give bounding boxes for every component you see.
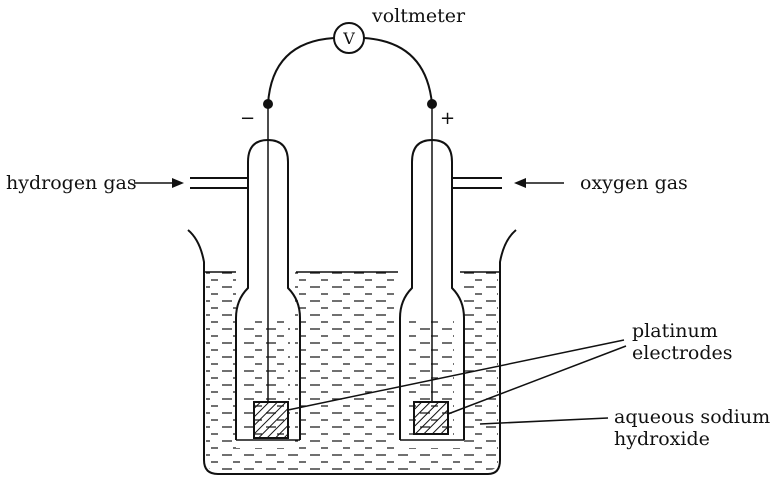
electrolyte-label-line2: hydroxide — [614, 428, 710, 450]
beaker — [187, 229, 517, 475]
hydrogen-tube — [190, 104, 301, 441]
oxygen-arrow — [514, 178, 564, 188]
voltmeter-label: voltmeter — [371, 5, 466, 27]
external-circuit — [263, 37, 437, 109]
voltmeter: V — [333, 22, 365, 54]
hydrogen-gas-label: hydrogen gas — [6, 172, 137, 194]
electrolyte-label-line1: aqueous sodium — [614, 406, 770, 428]
left-platinum-electrode — [253, 401, 289, 439]
platinum-label-line2: electrodes — [632, 342, 733, 364]
right-platinum-electrode — [413, 401, 449, 435]
voltmeter-circle — [333, 22, 365, 54]
right-terminal-dot — [427, 99, 437, 109]
oxygen-tube — [399, 104, 502, 441]
platinum-label-line1: platinum — [632, 320, 718, 342]
positive-sign: + — [440, 108, 455, 129]
oxygen-gas-label: oxygen gas — [580, 172, 688, 194]
electrode-leaders — [287, 339, 627, 415]
negative-sign: − — [240, 108, 255, 129]
left-terminal-dot — [263, 99, 273, 109]
voltmeter-symbol: V — [342, 29, 355, 48]
hydrogen-arrow — [134, 178, 184, 188]
electrolyte-leader — [479, 417, 609, 425]
